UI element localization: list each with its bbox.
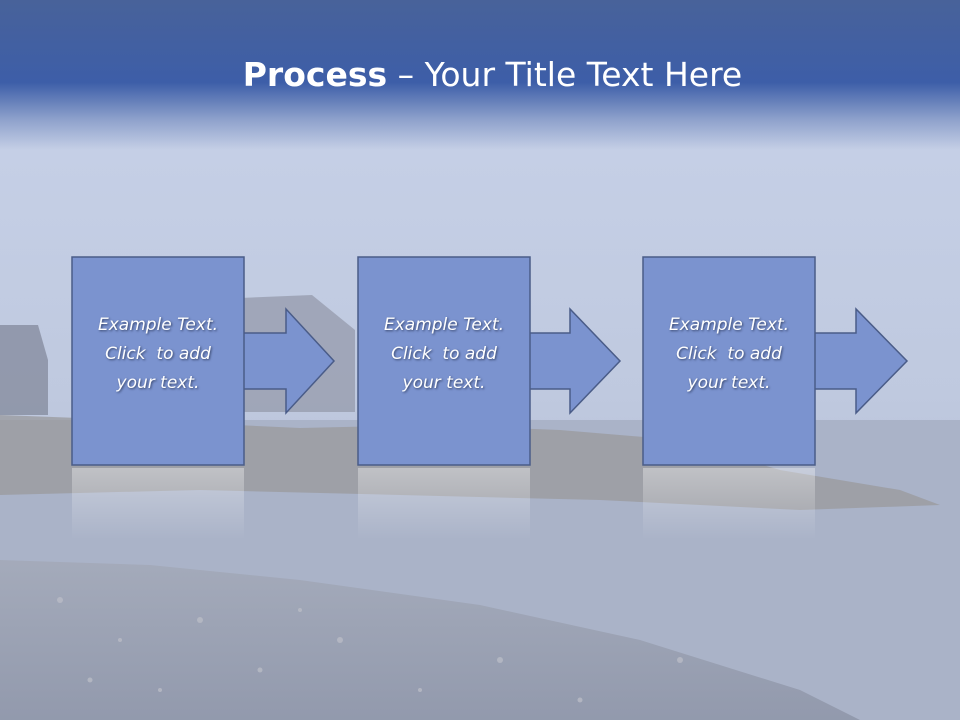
step-3-line-3: your text. [687,373,771,393]
step-1-arrow[interactable] [239,307,336,415]
step-3-text[interactable]: Example Text. Click to add your text. [643,311,815,398]
title-bar [0,0,960,150]
title-strong: Process [242,55,388,94]
beach [0,560,860,720]
step-3-line-1: Example Text. [668,315,790,335]
step-1-line-2: Click to add [105,344,211,364]
step-2-line-3: your text. [402,373,486,393]
step-3-arrow[interactable] [810,307,909,415]
step-3-line-2: Click to add [676,344,782,364]
step-2-arrow[interactable] [525,307,622,415]
process-step-1 [71,256,336,540]
process-step-3 [642,256,909,540]
step-2-line-2: Click to add [391,344,497,364]
step-2-text[interactable]: Example Text. Click to add your text. [358,311,530,398]
house-left [0,325,48,415]
step-2-box[interactable] [357,256,531,466]
step-1-line-1: Example Text. [97,315,219,335]
step-1-line-3: your text. [116,373,200,393]
step-2-reflection [358,468,530,540]
title-rest: Your Title Text Here [424,55,743,94]
process-step-2 [357,256,622,540]
step-1-reflection [72,468,244,540]
step-1-text[interactable]: Example Text. Click to add your text. [72,311,244,398]
step-3-reflection [643,468,815,540]
pebbles [57,597,683,703]
step-1-box[interactable] [71,256,245,466]
step-3-box[interactable] [642,256,816,466]
step-2-line-1: Example Text. [383,315,505,335]
title-separator: – [387,55,425,94]
slide-title[interactable]: Process – Your Title Text Here [0,50,960,100]
